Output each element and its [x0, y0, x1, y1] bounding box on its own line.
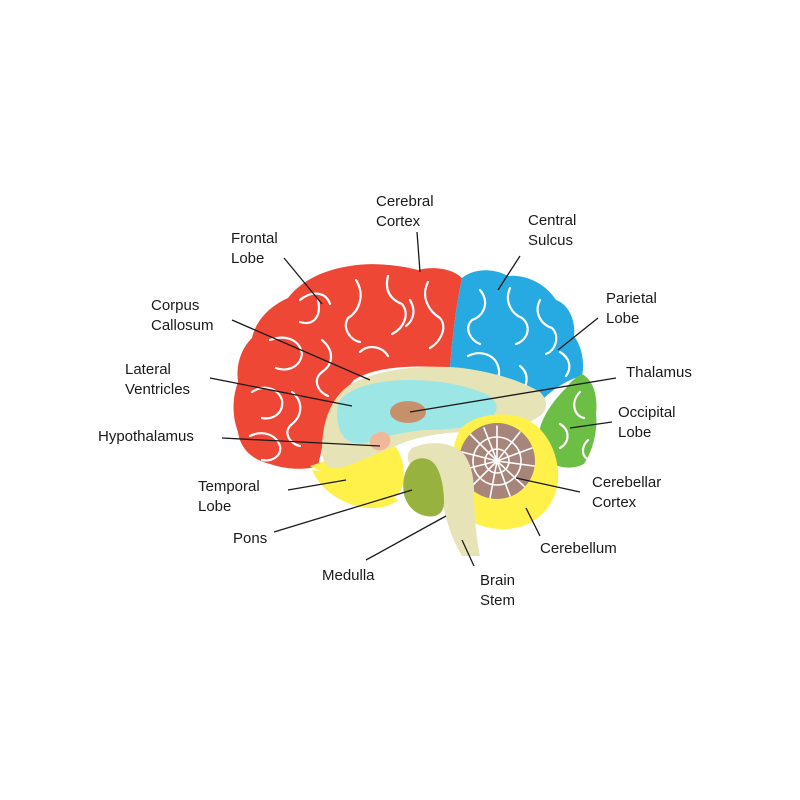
- leader-brain-stem: [461, 539, 475, 567]
- leader-pons: [273, 489, 413, 533]
- leader-central-sulcus: [497, 255, 521, 291]
- label-medulla: Medulla: [322, 567, 375, 584]
- label-corpus-callosum: Corpus Callosum: [151, 297, 214, 334]
- label-brain-stem: Brain Stem: [480, 572, 519, 609]
- label-cerebellar-cortex: Cerebellar Cortex: [592, 474, 665, 511]
- leader-cerebral-cortex: [416, 231, 421, 273]
- leader-cerebellar-cortex: [515, 477, 581, 493]
- label-frontal-lobe: Frontal Lobe: [231, 230, 282, 267]
- label-pons: Pons: [233, 530, 267, 547]
- leader-lateral-ventricles: [209, 377, 353, 407]
- leader-thalamus: [409, 377, 617, 413]
- leader-occipital-lobe: [569, 421, 613, 429]
- occipital-lobe-region: [539, 374, 597, 468]
- leader-hypothalamus: [221, 437, 381, 447]
- labels: Cerebral Cortex Frontal Lobe Central Sul…: [98, 193, 692, 609]
- label-cerebral-cortex: Cerebral Cortex: [376, 193, 438, 230]
- leader-cerebellum: [525, 507, 541, 537]
- leader-medulla: [365, 515, 447, 561]
- label-lateral-ventricles: Lateral Ventricles: [125, 361, 190, 398]
- label-parietal-lobe: Parietal Lobe: [606, 290, 661, 327]
- temporal-lobe-region: [310, 440, 404, 500]
- label-central-sulcus: Central Sulcus: [528, 212, 581, 249]
- label-temporal-lobe: Temporal Lobe: [198, 478, 264, 515]
- label-occipital-lobe: Occipital Lobe: [618, 404, 680, 441]
- label-hypothalamus: Hypothalamus: [98, 428, 194, 445]
- leader-lines: [209, 231, 617, 567]
- thalamus-shape: [390, 401, 426, 423]
- pons-shape: [403, 458, 444, 517]
- temporal-lobe-lower: [312, 470, 398, 508]
- label-thalamus: Thalamus: [626, 364, 692, 381]
- leader-temporal-lobe: [287, 479, 347, 491]
- label-cerebellum: Cerebellum: [540, 540, 617, 557]
- leader-frontal-lobe: [283, 257, 323, 305]
- leader-corpus-callosum: [231, 319, 371, 381]
- arbor-vitae-lines: [461, 425, 535, 499]
- leader-parietal-lobe: [557, 317, 599, 351]
